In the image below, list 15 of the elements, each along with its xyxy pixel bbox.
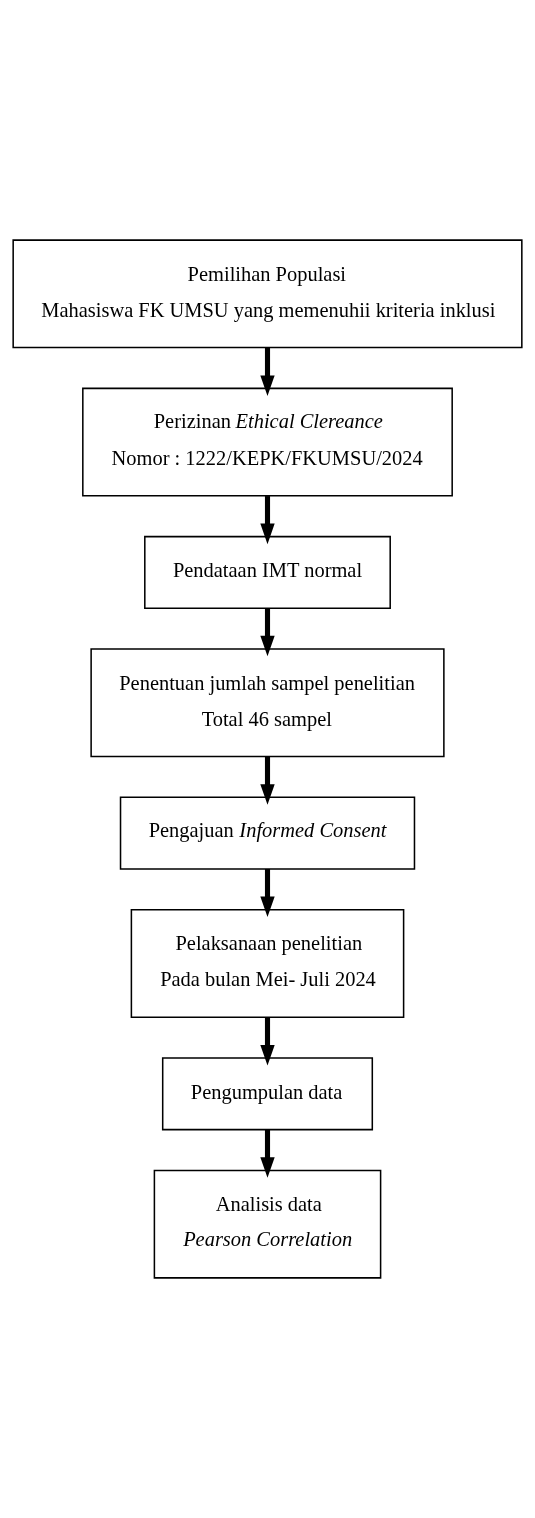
arrow (260, 869, 275, 918)
node-box: Pengumpulan data (161, 1057, 374, 1131)
arrow (260, 608, 275, 657)
node-box: Pengajuan Informed Consent (119, 796, 416, 870)
arrow (260, 1129, 275, 1178)
arrow (260, 496, 275, 545)
node-box: Penentuan jumlah sampel penelitian Total 46 sampel (90, 648, 445, 758)
arrow (260, 756, 275, 805)
node-box: Perizinan Ethical Clereance Nomor : 1222/KEPK/FKUMSU/2024 (82, 387, 453, 497)
arrow (260, 1017, 275, 1066)
node-box: Pelaksanaan penelitian Pada bulan Mei- Juli 2024 (130, 909, 405, 1018)
node-box: Analisis data Pearson Correlation (153, 1169, 382, 1279)
node-box: Pendataan IMT normal (144, 535, 391, 609)
node-box: Pemilihan Populasi Mahasiswa FK UMSU yang memenuhii kriteria inklusi (12, 239, 523, 349)
arrow (260, 347, 275, 396)
